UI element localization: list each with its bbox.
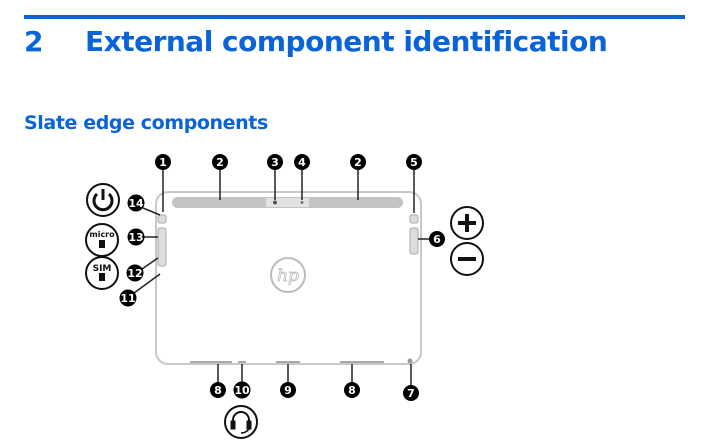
svg-text:2: 2 [216, 156, 224, 169]
lock-slot [407, 358, 413, 364]
callout-7: 7 [403, 385, 419, 401]
callout-5: 5 [406, 154, 422, 170]
callout-8b: 8 [344, 382, 360, 398]
svg-text:12: 12 [127, 267, 142, 280]
svg-text:4: 4 [298, 156, 306, 169]
callout-8: 8 [210, 382, 226, 398]
volume-button [409, 227, 419, 255]
chapter-number: 2 [24, 25, 43, 58]
card-slot [157, 227, 167, 267]
svg-text:micro: micro [89, 230, 115, 239]
svg-text:SIM: SIM [93, 264, 112, 274]
svg-text:1: 1 [159, 156, 167, 169]
svg-text:8: 8 [214, 384, 222, 397]
callout-4: 4 [294, 154, 310, 170]
callout-12: 12 [126, 264, 144, 282]
svg-text:6: 6 [433, 233, 441, 246]
side-button [409, 214, 419, 224]
callout-2: 2 [212, 154, 228, 170]
svg-text:9: 9 [284, 384, 292, 397]
power-button [157, 214, 167, 224]
svg-text:14: 14 [128, 197, 144, 210]
camera-light [300, 201, 304, 204]
svg-text:2: 2 [354, 156, 362, 169]
callout-13: 13 [127, 228, 145, 246]
callout-3: 3 [267, 154, 283, 170]
chapter-title: External component identification [85, 25, 608, 58]
volume-up-icon [450, 206, 484, 240]
svg-text:5: 5 [410, 156, 418, 169]
svg-text:8: 8 [348, 384, 356, 397]
callout-1: 1 [155, 154, 171, 170]
svg-text:7: 7 [407, 387, 415, 400]
callout-9: 9 [280, 382, 296, 398]
callout-6: 6 [429, 231, 445, 247]
svg-text:10: 10 [234, 384, 250, 397]
chapter-rule [24, 15, 685, 19]
svg-text:3: 3 [271, 156, 279, 169]
svg-text:11: 11 [120, 292, 135, 305]
hp-logo: hp [270, 257, 306, 293]
volume-down-icon [450, 242, 484, 276]
leader-lines [133, 170, 430, 386]
callout-11: 11 [119, 289, 137, 307]
camera-area [266, 198, 309, 207]
section-title: Slate edge components [24, 112, 268, 134]
camera-lens [273, 200, 277, 205]
callout-2b: 2 [350, 154, 366, 170]
svg-text:13: 13 [128, 231, 143, 244]
sim-card-icon: SIM [85, 256, 119, 290]
svg-text:hp: hp [277, 266, 299, 286]
power-icon [86, 183, 120, 217]
micro-sd-icon: micro [85, 223, 119, 257]
headphones-icon [224, 405, 258, 439]
callout-10: 10 [233, 381, 251, 399]
callout-14: 14 [127, 194, 145, 212]
